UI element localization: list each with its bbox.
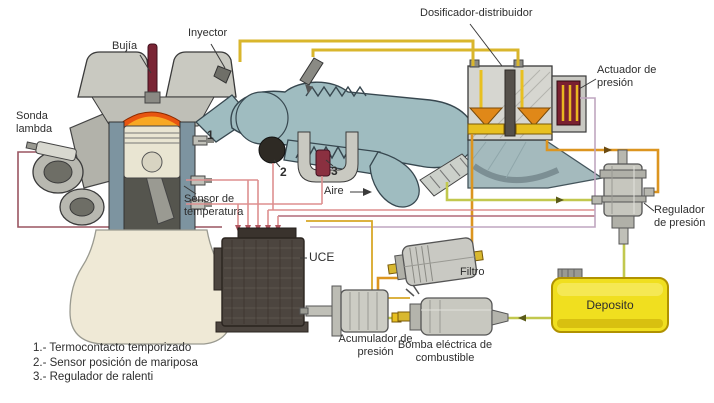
pressure-actuator [551, 75, 587, 133]
relay-wire-pump [306, 220, 410, 299]
bellows-upper [305, 85, 367, 98]
label-inyector: Inyector [188, 27, 228, 39]
callout-3: 3 [331, 164, 338, 178]
leader-sensor-temp [183, 185, 197, 195]
legend-line-1: 1.- Termocontacto temporizado [33, 342, 192, 354]
leader-actuador [578, 78, 597, 90]
leader-dosificador [469, 23, 503, 67]
aire-arrow-head [363, 188, 372, 196]
valve-cover-left [77, 51, 153, 98]
callout-1: 1 [207, 128, 214, 142]
spark-plug [144, 43, 161, 104]
lambda-sensor-icon [25, 141, 77, 162]
label-dosificador: Dosificador-distribuidor [420, 7, 533, 19]
intake-manifold [195, 57, 477, 208]
leader-inyector [210, 43, 226, 69]
cylinder-head [91, 96, 215, 127]
label-actuador: Actuador de presión [597, 64, 657, 89]
fuel-filter [387, 237, 484, 287]
injector-2-icon [299, 57, 324, 94]
return-line-distributor-regulator [445, 182, 600, 202]
fuel-pump [397, 284, 509, 336]
flame-inner [125, 116, 180, 127]
injector-icon [213, 65, 232, 84]
pressure-accumulator [299, 285, 389, 337]
fuel-distributor [467, 59, 553, 141]
engine-block [25, 43, 237, 345]
cylinder-wall-left [108, 121, 125, 231]
leader-lines [139, 23, 655, 259]
piston [123, 125, 181, 179]
air-horn [369, 151, 420, 208]
pressure-regulator [591, 149, 655, 245]
label-regulador: Regulador de presión [654, 204, 706, 229]
throttle-position-sensor [258, 136, 286, 164]
legend-line-3: 3.- Regulador de ralenti [33, 371, 154, 384]
label-filtro: Filtro [460, 266, 485, 278]
label-aire: Aire [324, 185, 344, 197]
engine-skirt [69, 229, 233, 345]
ecu-box [213, 227, 309, 333]
leader-regulador [643, 202, 655, 212]
actuator-wire [310, 97, 596, 228]
label-uce: UCE [309, 250, 335, 264]
label-acumulador: Acumulador de presión [338, 333, 413, 358]
fuel-line-injector-1 [238, 39, 475, 66]
leader-bujia [139, 54, 152, 74]
leader-n3 [325, 159, 334, 167]
fuel-line-injector-2 [311, 48, 520, 66]
valve-cover-right [165, 51, 237, 98]
label-sonda-lambda: Sonda lambda [16, 110, 53, 135]
legend: 1.- Termocontacto temporizado 2.- Sensor… [33, 341, 198, 385]
label-bomba: Bomba eléctrica de combustible [397, 339, 493, 364]
legend-line-2: 2.- Sensor posición de mariposa [33, 356, 198, 369]
exhaust-manifold [32, 111, 123, 226]
fuel-tank [551, 268, 669, 333]
label-sensor-temperatura: Sensor de temperatura [184, 193, 244, 218]
callout-2: 2 [280, 165, 287, 179]
electric-wires [186, 97, 596, 299]
idle-valve [297, 131, 359, 183]
label-bujia: Bujía [112, 40, 138, 52]
label-deposito: Deposito [586, 298, 634, 312]
airflow-housing [467, 139, 604, 189]
leader-n2 [273, 159, 281, 168]
